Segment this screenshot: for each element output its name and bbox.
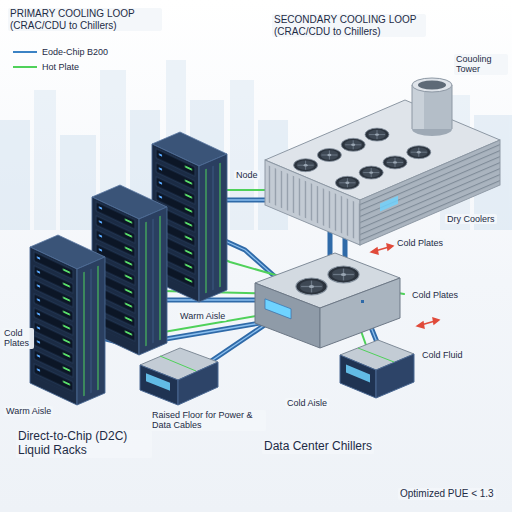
chiller-unit: [340, 355, 376, 398]
city-skyline: [34, 90, 56, 230]
cooling-tower: [418, 81, 446, 90]
secondary-facility: [407, 146, 431, 159]
central-cdu: [320, 278, 400, 348]
part-label: Cold Plates: [410, 290, 460, 300]
chiller-unit: [340, 340, 414, 398]
legend-line-sample: [12, 48, 38, 56]
part-label: Couoling Tower: [454, 54, 508, 75]
part-label: Cold Plates: [395, 238, 445, 248]
secondary-facility: [265, 160, 360, 245]
legend-line-sample: [12, 63, 38, 71]
flow-arrow: [371, 248, 378, 254]
central-cdu: [328, 266, 359, 283]
chiller-unit: [376, 354, 414, 398]
secondary-facility: [365, 128, 389, 141]
flow-arrow: [433, 318, 439, 324]
city-skyline: [230, 80, 254, 230]
legend-text: Eode-Chip B200: [42, 47, 108, 57]
flow-arrow: [387, 244, 393, 250]
flow-arrow: [371, 244, 439, 328]
secondary-facility: [360, 140, 500, 245]
chiller-unit: [140, 348, 218, 405]
zone-label: Warm Aisle: [178, 311, 227, 321]
chiller-unit: [146, 373, 170, 390]
city-skyline: [60, 135, 96, 230]
chiller-unit: [346, 365, 370, 383]
zone-label: Warm Aisle: [4, 406, 53, 416]
part-label: Dry Coolers: [445, 214, 497, 224]
secondary-facility: [360, 140, 500, 245]
central-cdu: [265, 299, 291, 319]
chiller-unit: [140, 365, 178, 405]
central-cdu: [361, 300, 364, 303]
secondary-facility: [359, 166, 383, 179]
chiller-unit: [178, 362, 218, 405]
group-label: Direct-to-Chip (D2C) Liquid Racks: [16, 430, 152, 458]
chiller-unit: [146, 373, 170, 390]
legend-item: Hot Plate: [12, 59, 108, 74]
central-cdu: [265, 299, 291, 319]
secondary-facility: [294, 159, 318, 172]
loop-heading: PRIMARY COOLING LOOP (CRAC/CDU to Chille…: [8, 8, 162, 31]
city-skyline: [0, 120, 30, 230]
rack-row: [30, 235, 105, 405]
secondary-facility: [265, 100, 500, 245]
legend-line-sample: [13, 66, 37, 68]
rack-row: [30, 132, 227, 405]
secondary-facility: [317, 149, 341, 162]
central-cdu: [296, 278, 327, 295]
legend-text: Hot Plate: [42, 62, 79, 72]
central-cdu: [255, 253, 400, 348]
part-label: Raised Floor for Power & Data Cables: [150, 410, 266, 431]
cooling-tower: [412, 78, 452, 92]
zone-label: Cold Aisle: [285, 398, 329, 408]
part-label: Cold Plates: [2, 328, 34, 349]
part-label: Cold Fluid: [420, 350, 465, 360]
metric-note: Optimized PUE < 1.3: [398, 488, 496, 500]
legend: Eode-Chip B200Hot Plate: [12, 44, 108, 74]
chiller-unit: [346, 365, 370, 383]
secondary-facility: [265, 160, 360, 245]
secondary-facility: [335, 176, 359, 189]
chiller-unit: [358, 348, 394, 362]
loop-heading: SECONDARY COOLING LOOP (CRAC/CDU to Chil…: [272, 14, 426, 37]
cooling-tower: [412, 78, 452, 136]
secondary-facility: [380, 196, 398, 212]
legend-item: Eode-Chip B200: [12, 44, 108, 59]
flow-arrow: [417, 322, 424, 328]
part-label: Node: [234, 170, 260, 180]
group-label: Data Center Chillers: [262, 440, 374, 454]
cooling-tower: [452, 85, 453, 129]
chiller-unit: [160, 356, 196, 371]
cooling-tower: [412, 85, 413, 129]
legend-line-sample: [13, 51, 37, 53]
secondary-facility: [383, 156, 407, 169]
secondary-facility: [341, 138, 365, 151]
